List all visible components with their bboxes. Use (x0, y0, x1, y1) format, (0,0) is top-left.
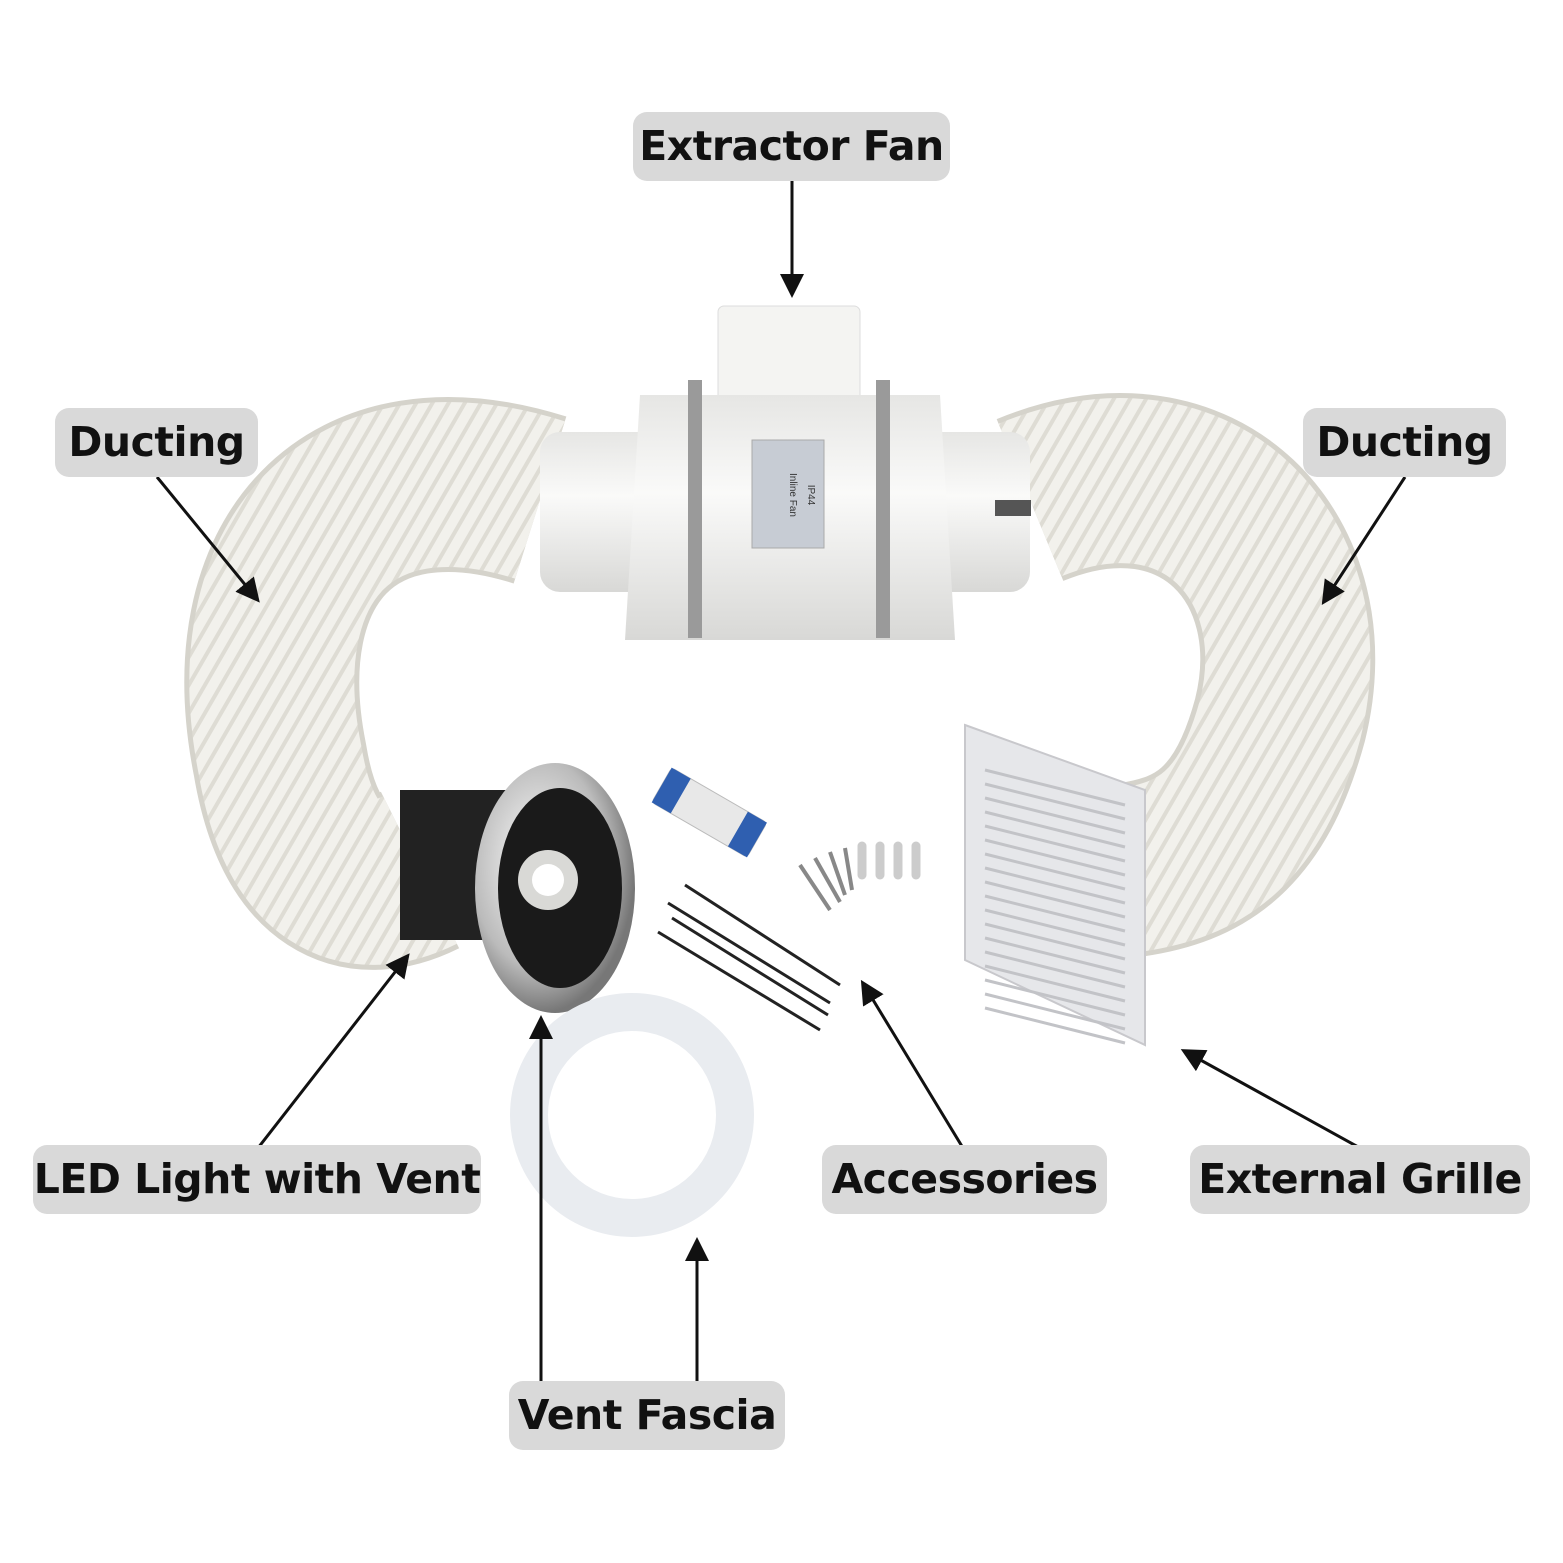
grille-slat (984, 964, 1126, 1003)
grille-slat (984, 796, 1126, 835)
grille-slat (984, 782, 1126, 821)
grille-slat (984, 824, 1126, 863)
ducting-left-hose (184, 397, 567, 970)
extractor-fan-unit: Inline Fan IP44 (540, 305, 1031, 640)
grille-slat (984, 894, 1126, 933)
accessories-set (651, 767, 921, 1032)
grille-slat (984, 852, 1126, 891)
vent-fascia-ring (510, 993, 754, 1237)
fan-plate-line1: Inline Fan (787, 473, 798, 517)
callout-arrows (155, 181, 1407, 1383)
label-ducting-left: Ducting (55, 408, 258, 477)
label-ducting-right: Ducting (1303, 408, 1506, 477)
external-grille (964, 723, 1146, 1047)
grille-slat (984, 1006, 1126, 1045)
grille-slat (984, 936, 1126, 975)
led-light-vent (400, 763, 635, 1013)
fan-plate-line2: IP44 (805, 485, 816, 506)
label-led-light-with-vent: LED Light with Vent (33, 1145, 481, 1214)
label-external-grille: External Grille (1190, 1145, 1530, 1214)
label-extractor-fan: Extractor Fan (633, 112, 950, 181)
grille-slat (984, 866, 1126, 905)
label-vent-fascia: Vent Fascia (509, 1381, 785, 1450)
grille-slat (984, 810, 1126, 849)
grille-slat (984, 978, 1126, 1017)
grille-slat (984, 838, 1126, 877)
grille-slat (984, 908, 1126, 947)
grille-slat (984, 880, 1126, 919)
grille-slat (984, 768, 1126, 807)
grille-slat (984, 950, 1126, 989)
grille-slat (984, 922, 1126, 961)
grille-slat (984, 992, 1126, 1031)
label-accessories: Accessories (822, 1145, 1107, 1214)
ducting-right-hose (996, 393, 1376, 957)
